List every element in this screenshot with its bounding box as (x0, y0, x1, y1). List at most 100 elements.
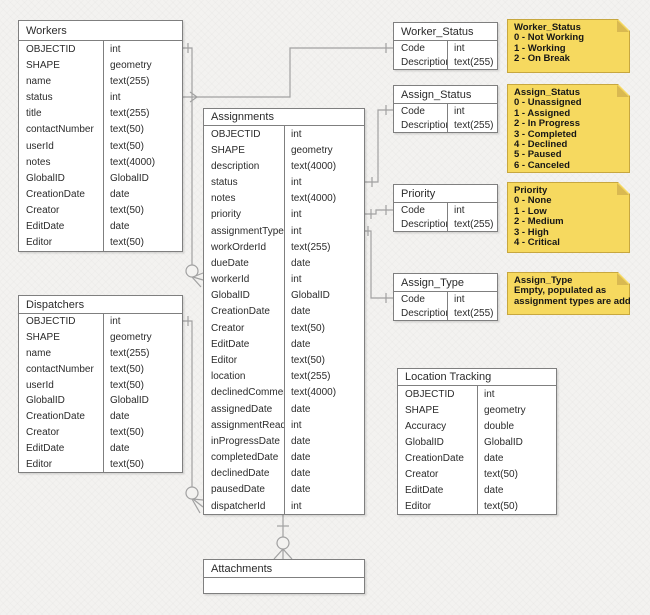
field-name: status (211, 177, 238, 189)
field-name: priority (211, 209, 242, 221)
table-title-location-tracking: Location Tracking (398, 369, 556, 386)
note-line: 6 - Canceled (514, 159, 570, 171)
field-name: SHAPE (405, 404, 439, 416)
field-name: OBJECTID (26, 43, 76, 55)
field-type: text(50) (103, 202, 182, 219)
field-type: geometry (103, 329, 182, 346)
field-name: SHAPE (26, 59, 60, 71)
note-line: 5 - Paused (514, 149, 562, 161)
field-type: text(4000) (284, 384, 364, 401)
table-attachments: Attachments (203, 559, 365, 594)
field-name: Editor (26, 458, 53, 470)
note-line: 2 - Medium (514, 216, 564, 228)
field-name: completedDate (211, 452, 279, 464)
field-type: text(255) (103, 73, 182, 90)
note-line: 1 - Working (514, 42, 566, 54)
field-type: date (284, 449, 364, 466)
field-name: CreationDate (405, 452, 464, 464)
field-name: Description (401, 119, 447, 131)
field-type: geometry (103, 57, 182, 74)
field-type: text(50) (103, 456, 182, 472)
field-name: SHAPE (211, 144, 245, 156)
field-type: text(255) (284, 368, 364, 385)
field-name: contactNumber (26, 363, 94, 375)
field-name: title (26, 108, 42, 120)
field-name: location (211, 371, 246, 383)
field-type: GlobalID (103, 170, 182, 187)
field-name: Code (401, 204, 425, 216)
field-name: OBJECTID (26, 316, 76, 328)
field-name: GlobalID (26, 395, 65, 407)
connector-assignments-to-attachments (273, 515, 293, 560)
field-name: CreationDate (211, 306, 270, 318)
field-type: int (284, 271, 364, 288)
field-type: text(4000) (284, 158, 364, 175)
connector-dispatchers-objectid-to-assignments-dispatcherid (183, 316, 204, 514)
connector-assignments-assignmenttype-to-assign-type-code (365, 226, 393, 303)
field-type: date (284, 433, 364, 450)
note-line: 2 - In Progress (514, 118, 580, 130)
field-type: text(255) (447, 306, 497, 320)
note-line: Empty, populated as (514, 285, 607, 297)
field-name: Description (401, 218, 447, 230)
field-type: int (447, 203, 497, 217)
field-name: notes (26, 156, 51, 168)
note-line: 0 - None (514, 195, 552, 207)
field-type: int (447, 104, 497, 118)
note-line: 3 - Completed (514, 128, 577, 140)
field-name: name (26, 347, 52, 359)
field-type: int (447, 292, 497, 306)
table-title-assign-type: Assign_Type (394, 274, 497, 292)
connector-assignments-priority-to-priority-code (365, 205, 393, 219)
field-type: text(50) (103, 121, 182, 138)
field-type: int (103, 314, 182, 330)
field-name: declinedComment (211, 387, 284, 399)
field-type: int (284, 126, 364, 143)
table-row-workers-SHAPE: SHAPE geometry (19, 57, 182, 74)
field-name: EditDate (211, 338, 250, 350)
field-name: dueDate (211, 257, 249, 269)
field-type: date (103, 186, 182, 203)
note-title: Assign_Status (514, 87, 580, 98)
field-type: text(50) (103, 137, 182, 155)
field-name: Description (401, 307, 447, 319)
table-title-assign-status: Assign_Status (394, 86, 497, 104)
table-title-worker-status: Worker_Status (394, 23, 497, 41)
